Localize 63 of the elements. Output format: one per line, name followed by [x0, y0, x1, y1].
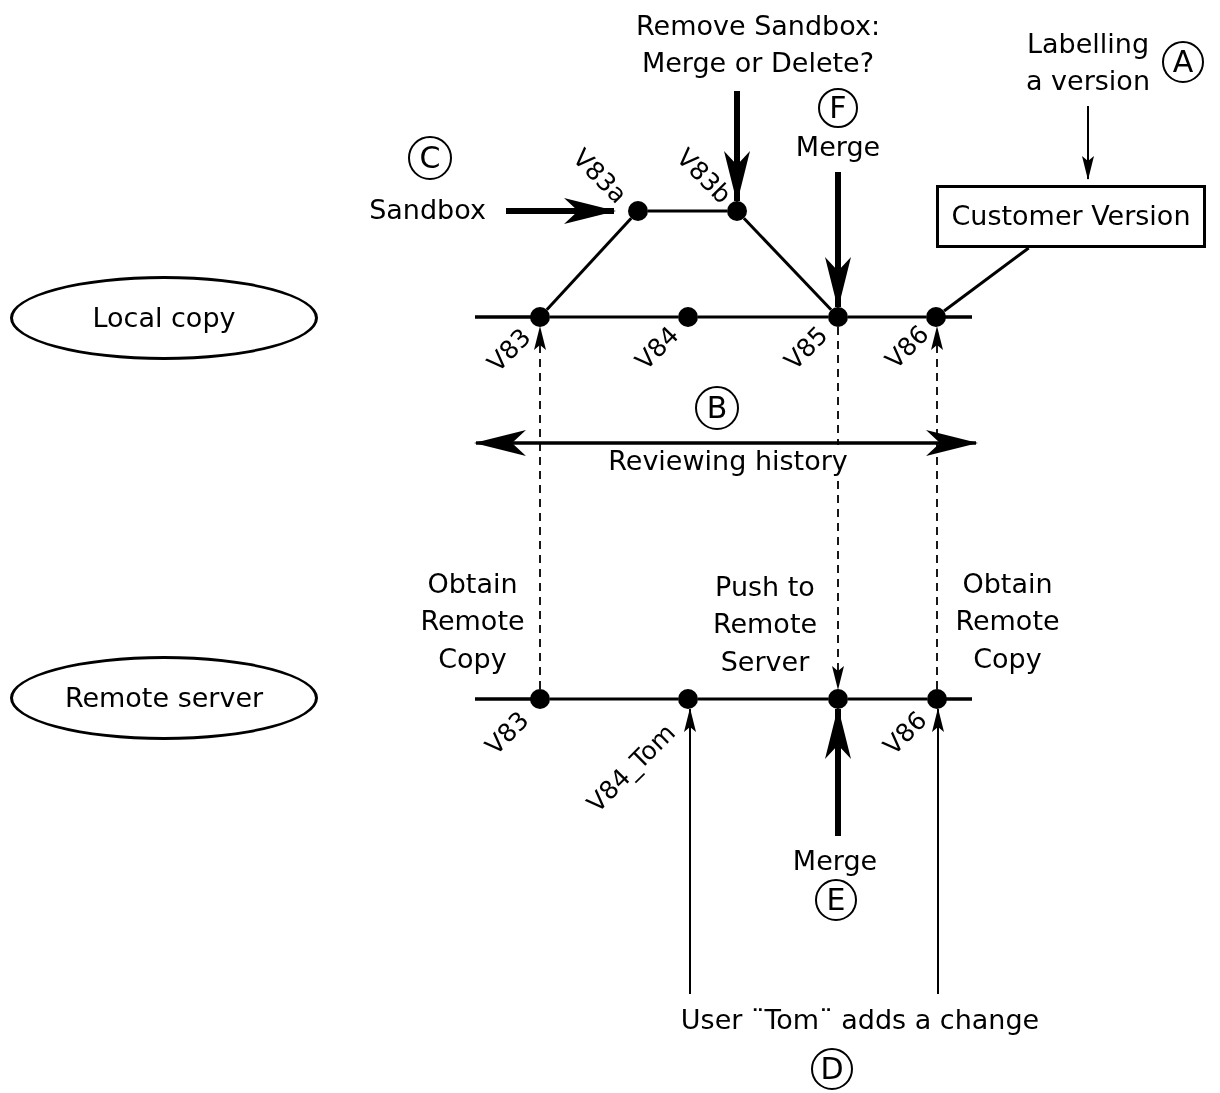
version-label: V83 — [482, 323, 536, 377]
connector-line — [698, 697, 828, 701]
step-letter: E — [826, 885, 846, 915]
commit-dot — [678, 689, 698, 709]
commit-dot — [530, 307, 550, 327]
commit-dot — [927, 689, 947, 709]
commit-dot — [530, 689, 550, 709]
version-label: V83 — [480, 706, 534, 760]
step-marker — [818, 88, 858, 128]
step-letter: C — [419, 143, 441, 173]
step-marker — [1162, 41, 1204, 83]
arrow — [825, 707, 851, 836]
location-ellipse — [10, 276, 318, 360]
version-label: V84 — [630, 321, 684, 375]
arrow — [932, 708, 944, 995]
step-marker — [811, 1048, 853, 1090]
step-letter: F — [829, 93, 847, 123]
arrow — [1082, 105, 1094, 180]
commit-dot — [926, 307, 946, 327]
commit-dot — [628, 201, 648, 221]
version-label: V85 — [779, 321, 833, 375]
dashed-arrow — [534, 326, 546, 690]
arrow — [724, 91, 750, 203]
location-ellipse — [10, 656, 318, 740]
dashed-arrow — [832, 326, 844, 690]
connector-line — [698, 315, 828, 319]
connector-line — [742, 217, 833, 311]
edge-label: Obtain Remote Copy — [419, 567, 526, 676]
annotation-text: User ¨Tom¨ adds a change — [680, 1002, 1040, 1037]
version-box — [936, 185, 1206, 248]
connector-line — [550, 315, 678, 319]
dashed-arrow — [931, 326, 943, 690]
annotation-text: Labelling a version — [1025, 26, 1151, 98]
step-marker — [815, 879, 857, 921]
arrow — [825, 172, 851, 309]
connector-line — [848, 315, 926, 319]
step-marker — [695, 386, 739, 430]
connector-line — [550, 697, 678, 701]
arrow — [684, 708, 696, 995]
annotation-text: Merge — [795, 129, 881, 164]
edge-label: Push to Remote Server — [711, 570, 819, 679]
node-label: Customer Version — [951, 199, 1191, 234]
connector-line — [943, 246, 1030, 313]
annotation-text: Sandbox — [369, 192, 486, 227]
node-label: Local copy — [92, 300, 236, 335]
version-label: V86 — [880, 320, 934, 374]
step-letter: A — [1172, 47, 1194, 77]
version-label: V86 — [878, 706, 932, 760]
step-letter: D — [820, 1054, 844, 1084]
step-letter: B — [706, 393, 728, 423]
commit-dot — [727, 201, 747, 221]
commit-dot — [828, 689, 848, 709]
connector-line — [545, 217, 633, 311]
edge-label: Obtain Remote Copy — [954, 567, 1061, 676]
commit-dot — [828, 307, 848, 327]
arrow — [506, 198, 616, 224]
connector-line — [648, 209, 727, 213]
step-marker — [408, 136, 452, 180]
annotation-text: Remove Sandbox: Merge or Delete? — [635, 9, 881, 80]
annotation-text: Merge — [792, 843, 878, 878]
commit-dot — [678, 307, 698, 327]
node-label: Remote server — [64, 680, 264, 715]
connector-line — [848, 697, 927, 701]
